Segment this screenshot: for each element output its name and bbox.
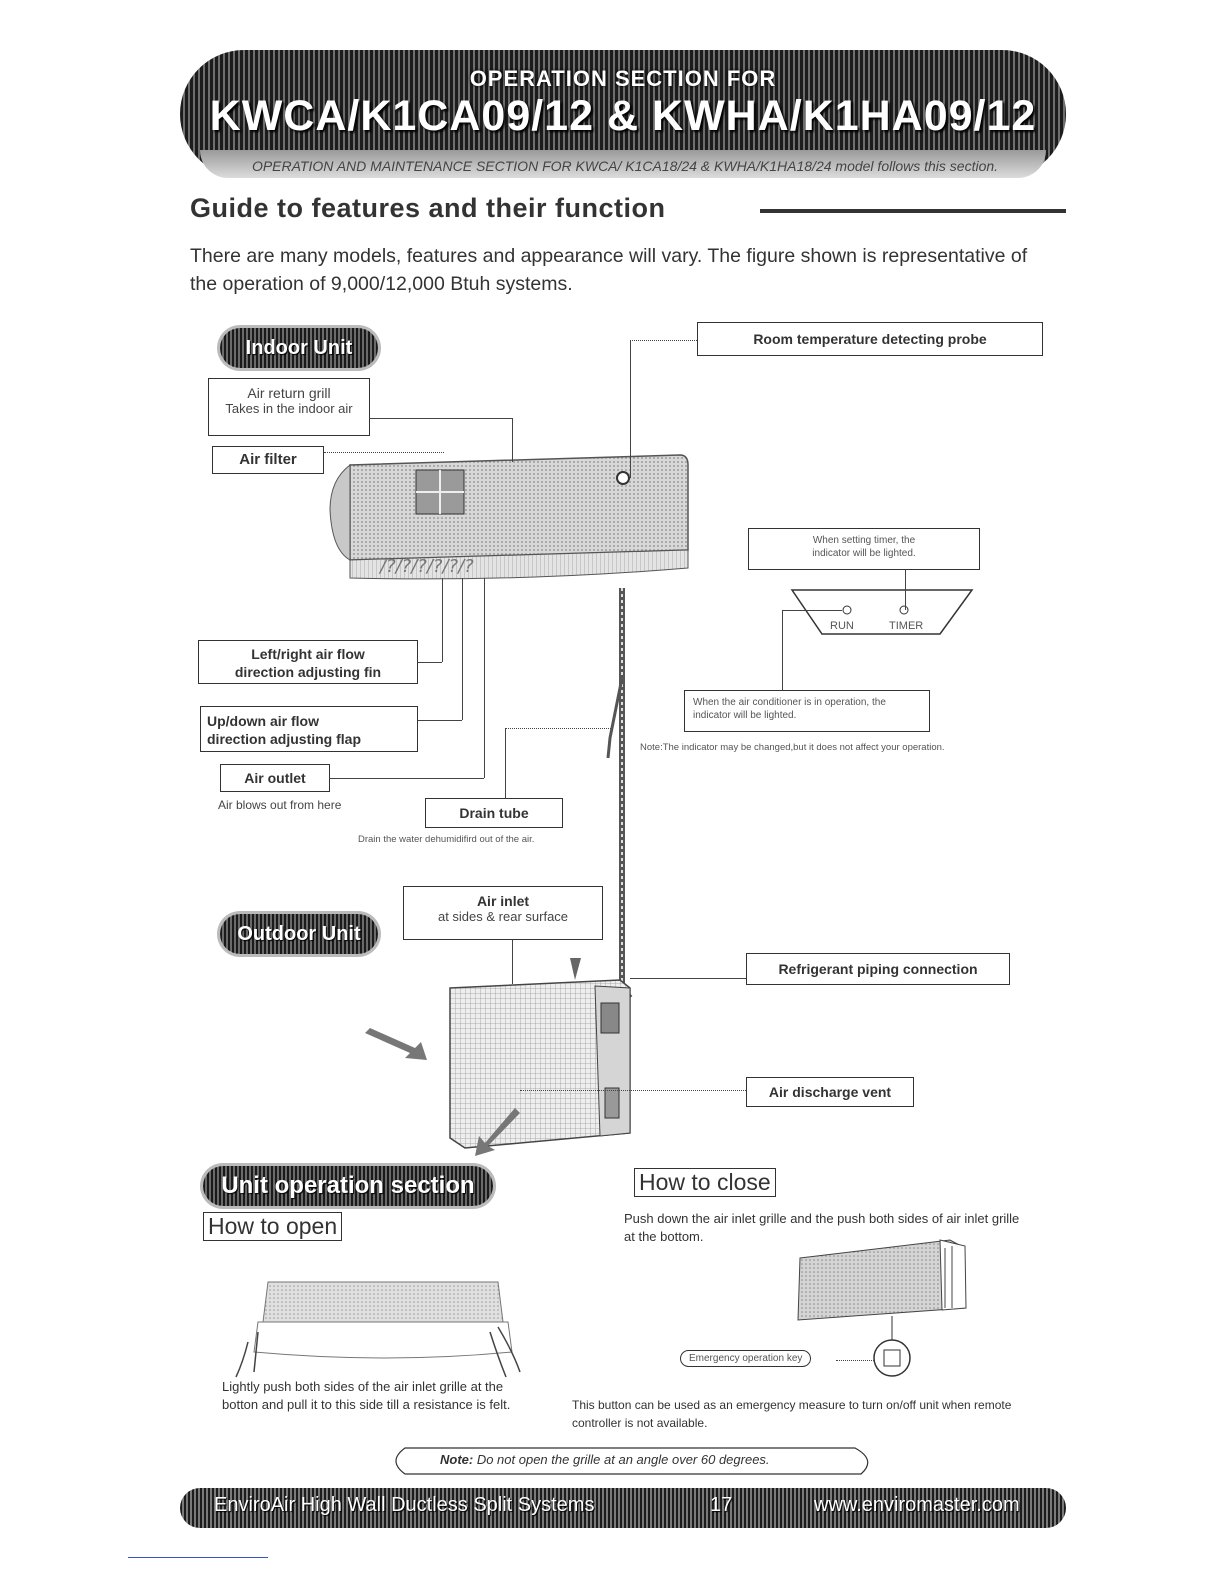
indoor-unit-pill: Indoor Unit [220, 328, 378, 368]
air-return-grill-desc: Takes in the indoor air [225, 401, 353, 416]
outdoor-unit-illustration [365, 958, 631, 1156]
note-label: Note: [440, 1452, 474, 1467]
refrigerant-pipe [606, 588, 633, 1000]
timer-note-box: When setting timer, the indicator will b… [748, 528, 980, 570]
drain-tube-desc: Drain the water dehumidifird out of the … [358, 834, 535, 845]
leader-line [782, 610, 783, 690]
air-outlet-desc: Air blows out from here [218, 798, 342, 812]
leader-line [630, 340, 697, 341]
leader-line [630, 340, 631, 478]
leader-line [905, 570, 906, 610]
leader-line [520, 1090, 746, 1091]
air-inlet-title: Air inlet [476, 893, 530, 909]
unit-operation-pill: Unit operation section [203, 1166, 493, 1206]
note-text: Note: Do not open the grille at an angle… [440, 1452, 770, 1467]
indicator-panel [790, 589, 974, 635]
leader-line [505, 728, 613, 729]
refrigerant-connection-label: Refrigerant piping connection [746, 953, 1010, 985]
air-inlet-desc: at sides & rear surface [437, 909, 569, 924]
left-right-fin-line-1: Left/right air flow [251, 646, 365, 662]
leader-line [484, 578, 485, 778]
svg-text:/?/?/?/?/?/?: /?/?/?/?/?/? [378, 556, 474, 577]
drain-tube-label: Drain tube [425, 798, 563, 828]
timer-indicator-label: TIMER [889, 620, 924, 632]
up-down-flap-line-1: Up/down air flow [207, 713, 319, 729]
operation-note-text: When the air conditioner is in operation… [693, 697, 886, 721]
air-return-grill-box: Air return grill Takes in the indoor air [208, 378, 370, 436]
header-line-1: OPERATION SECTION FOR [469, 66, 777, 91]
footer-banner [180, 1488, 1066, 1528]
room-temp-probe-label: Room temperature detecting probe [697, 322, 1043, 356]
leader-line [512, 418, 513, 462]
close-grille-illustration [797, 1239, 967, 1377]
operation-note-box: When the air conditioner is in operation… [684, 690, 930, 732]
leader-line [324, 452, 444, 453]
header-subnote: OPERATION AND MAINTENANCE SECTION FOR KW… [251, 158, 999, 174]
air-inlet-box: Air inlet at sides & rear surface [403, 886, 603, 940]
emergency-key-callout: Emergency operation key [680, 1350, 812, 1367]
air-discharge-vent-label: Air discharge vent [746, 1077, 914, 1107]
how-to-close-heading: How to close [634, 1168, 776, 1197]
outdoor-unit-pill: Outdoor Unit [220, 914, 378, 954]
left-right-fin-label: Left/right air flow direction adjusting … [198, 640, 418, 684]
leader-line [782, 610, 842, 611]
how-to-open-heading: How to open [203, 1212, 343, 1241]
note-body: Do not open the grille at an angle over … [473, 1452, 770, 1467]
up-down-flap-line-2: direction adjusting flap [207, 731, 362, 747]
note-callout-frame [395, 1447, 869, 1475]
bottom-blue-rule [128, 1557, 268, 1558]
indoor-unit-illustration: /?/?/?/?/?/? [329, 454, 689, 580]
leader-line [462, 578, 463, 720]
footer-url[interactable]: www.enviromaster.com [814, 1494, 1020, 1516]
leader-line [418, 720, 462, 721]
leader-line [630, 978, 746, 979]
timer-note-text: When setting timer, the indicator will b… [812, 535, 916, 559]
title-rule [760, 209, 1066, 213]
leader-line [836, 1360, 874, 1361]
header-banner-subband [200, 150, 1046, 178]
leader-line [512, 940, 513, 984]
air-filter-label: Air filter [212, 446, 324, 474]
emergency-description: This button can be used as an emergency … [572, 1398, 1012, 1430]
page-number: 17 [710, 1494, 733, 1516]
open-grille-illustration [235, 1281, 521, 1378]
leader-line [505, 728, 506, 798]
section-title: Guide to features and their function [190, 193, 666, 223]
left-right-fin-line-2: direction adjusting fin [234, 664, 382, 680]
up-down-flap-label: Up/down air flow direction adjusting fla… [200, 706, 418, 752]
how-to-open-text: Lightly push both sides of the air inlet… [222, 1379, 511, 1412]
run-indicator-label: RUN [830, 620, 854, 632]
leader-line [330, 778, 484, 779]
leader-line [418, 662, 442, 663]
header-model-title: KWCA/K1CA09/12 & KWHA/K1HA09/12 [209, 92, 1037, 140]
leader-line [442, 578, 443, 662]
intro-paragraph: There are many models, features and appe… [190, 245, 1028, 295]
air-outlet-label: Air outlet [220, 764, 330, 792]
leader-line [370, 418, 512, 419]
indicator-note: Note:The indicator may be changed,but it… [640, 742, 945, 753]
how-to-close-text: Push down the air inlet grille and the p… [624, 1211, 1020, 1244]
air-return-grill-title: Air return grill [247, 385, 331, 401]
footer-product-line: EnviroAir High Wall Ductless Split Syste… [214, 1494, 595, 1516]
